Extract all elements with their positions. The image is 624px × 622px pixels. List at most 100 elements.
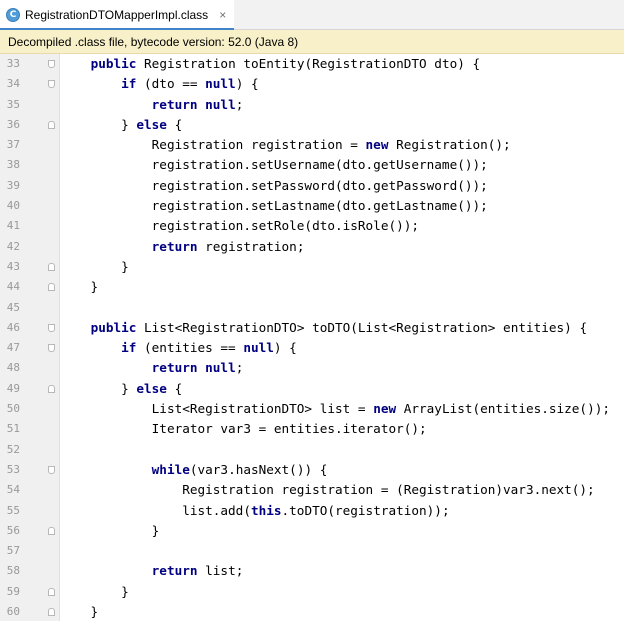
code-text: Registration registration = (Registratio… xyxy=(60,482,595,498)
code-text: } else { xyxy=(60,380,183,396)
code-text: return registration; xyxy=(151,238,305,254)
code-line[interactable]: 51 Iterator var3 = entities.iterator(); xyxy=(0,419,624,439)
code-line[interactable]: 52 xyxy=(0,440,624,460)
code-line[interactable]: 44 } xyxy=(0,277,624,297)
code-text: return null; xyxy=(151,96,244,112)
code-text: if (dto == null) { xyxy=(121,76,259,92)
fold-marker-icon[interactable] xyxy=(48,262,55,271)
line-number[interactable]: 55 xyxy=(6,503,20,517)
fold-marker-icon[interactable] xyxy=(48,587,55,596)
code-text: Registration registration = new Registra… xyxy=(60,137,511,153)
code-text: registration.setRole(dto.isRole()); xyxy=(60,218,420,234)
code-line[interactable]: 34 if (dto == null) { xyxy=(0,74,624,94)
code-line[interactable]: 33 public Registration toEntity(Registra… xyxy=(0,54,624,74)
line-number[interactable]: 48 xyxy=(6,361,20,375)
code-text: registration.setPassword(dto.getPassword… xyxy=(60,177,488,193)
java-class-icon: C xyxy=(6,8,20,22)
code-text: } xyxy=(60,604,99,620)
code-line[interactable]: 48 return null; xyxy=(0,358,624,378)
fold-marker-icon[interactable] xyxy=(48,465,55,474)
code-text: } else { xyxy=(60,116,183,132)
code-editor[interactable]: 33 public Registration toEntity(Registra… xyxy=(0,54,624,621)
line-number[interactable]: 56 xyxy=(6,523,20,537)
line-number[interactable]: 59 xyxy=(6,584,20,598)
line-number[interactable]: 42 xyxy=(6,239,20,253)
line-number[interactable]: 49 xyxy=(6,381,20,395)
line-number[interactable]: 51 xyxy=(6,422,20,436)
code-line[interactable]: 47 if (entities == null) { xyxy=(0,338,624,358)
line-number[interactable]: 52 xyxy=(6,442,20,456)
line-gutter xyxy=(0,54,60,621)
code-text: } xyxy=(60,279,99,295)
code-text: } xyxy=(60,583,129,599)
fold-marker-icon[interactable] xyxy=(48,384,55,393)
line-number[interactable]: 35 xyxy=(6,97,20,111)
code-line[interactable]: 38 registration.setUsername(dto.getUsern… xyxy=(0,155,624,175)
line-number[interactable]: 46 xyxy=(6,320,20,334)
code-line[interactable]: 35 return null; xyxy=(0,95,624,115)
code-line[interactable]: 59 } xyxy=(0,582,624,602)
editor-tab-bar: C RegistrationDTOMapperImpl.class × xyxy=(0,0,624,31)
line-number[interactable]: 50 xyxy=(6,402,20,416)
code-text: public List<RegistrationDTO> toDTO(List<… xyxy=(90,319,588,335)
line-number[interactable]: 44 xyxy=(6,280,20,294)
code-line[interactable]: 45 xyxy=(0,298,624,318)
line-number[interactable]: 45 xyxy=(6,300,20,314)
code-line[interactable]: 42 return registration; xyxy=(0,237,624,257)
code-text: } xyxy=(60,522,160,538)
code-line[interactable]: 36 } else { xyxy=(0,115,624,135)
line-number[interactable]: 36 xyxy=(6,117,20,131)
code-line[interactable]: 37 Registration registration = new Regis… xyxy=(0,135,624,155)
line-number[interactable]: 34 xyxy=(6,77,20,91)
code-text: registration.setLastname(dto.getLastname… xyxy=(60,198,488,214)
code-line[interactable]: 60 } xyxy=(0,602,624,622)
code-line[interactable]: 46 public List<RegistrationDTO> toDTO(Li… xyxy=(0,318,624,338)
code-line[interactable]: 54 Registration registration = (Registra… xyxy=(0,480,624,500)
code-line[interactable]: 50 List<RegistrationDTO> list = new Arra… xyxy=(0,399,624,419)
code-text: Iterator var3 = entities.iterator(); xyxy=(60,421,427,437)
code-text: list.add(this.toDTO(registration)); xyxy=(60,502,450,518)
code-line[interactable]: 57 xyxy=(0,541,624,561)
line-number[interactable]: 40 xyxy=(6,199,20,213)
close-icon[interactable]: × xyxy=(219,8,227,22)
code-line[interactable]: 41 registration.setRole(dto.isRole()); xyxy=(0,216,624,236)
fold-marker-icon[interactable] xyxy=(48,60,55,68)
code-text: while(var3.hasNext()) { xyxy=(151,461,328,477)
line-number[interactable]: 33 xyxy=(6,57,20,70)
code-text: registration.setUsername(dto.getUsername… xyxy=(60,157,488,173)
code-line[interactable]: 53 while(var3.hasNext()) { xyxy=(0,460,624,480)
code-line[interactable]: 56 } xyxy=(0,521,624,541)
line-number[interactable]: 60 xyxy=(6,605,20,619)
code-text: } xyxy=(60,258,129,274)
line-number[interactable]: 43 xyxy=(6,259,20,273)
banner-text: Decompiled .class file, bytecode version… xyxy=(8,34,299,49)
code-line[interactable]: 40 registration.setLastname(dto.getLastn… xyxy=(0,196,624,216)
line-number[interactable]: 39 xyxy=(6,178,20,192)
code-line[interactable]: 39 registration.setPassword(dto.getPassw… xyxy=(0,176,624,196)
fold-marker-icon[interactable] xyxy=(48,323,55,332)
line-number[interactable]: 53 xyxy=(6,462,20,476)
fold-marker-icon[interactable] xyxy=(48,526,55,535)
line-number[interactable]: 37 xyxy=(6,138,20,152)
code-text: if (entities == null) { xyxy=(121,340,297,356)
code-line[interactable]: 58 return list; xyxy=(0,561,624,581)
code-line[interactable]: 49 } else { xyxy=(0,379,624,399)
fold-marker-icon[interactable] xyxy=(48,608,55,617)
fold-marker-icon[interactable] xyxy=(48,283,55,292)
line-number[interactable]: 57 xyxy=(6,544,20,558)
line-number[interactable]: 54 xyxy=(6,483,20,497)
code-line[interactable]: 55 list.add(this.toDTO(registration)); xyxy=(0,501,624,521)
line-number[interactable]: 58 xyxy=(6,564,20,578)
fold-marker-icon[interactable] xyxy=(48,344,55,353)
line-number[interactable]: 38 xyxy=(6,158,20,172)
code-text: public Registration toEntity(Registratio… xyxy=(90,56,481,71)
code-text: List<RegistrationDTO> list = new ArrayLi… xyxy=(60,401,610,417)
fold-marker-icon[interactable] xyxy=(48,80,55,89)
editor-tab[interactable]: C RegistrationDTOMapperImpl.class × xyxy=(0,0,235,31)
line-number[interactable]: 47 xyxy=(6,341,20,355)
fold-marker-icon[interactable] xyxy=(48,120,55,129)
line-number[interactable]: 41 xyxy=(6,219,20,233)
code-line[interactable]: 43 } xyxy=(0,257,624,277)
decompiled-banner: Decompiled .class file, bytecode version… xyxy=(0,30,624,54)
code-lines: 33 public Registration toEntity(Registra… xyxy=(0,54,624,622)
